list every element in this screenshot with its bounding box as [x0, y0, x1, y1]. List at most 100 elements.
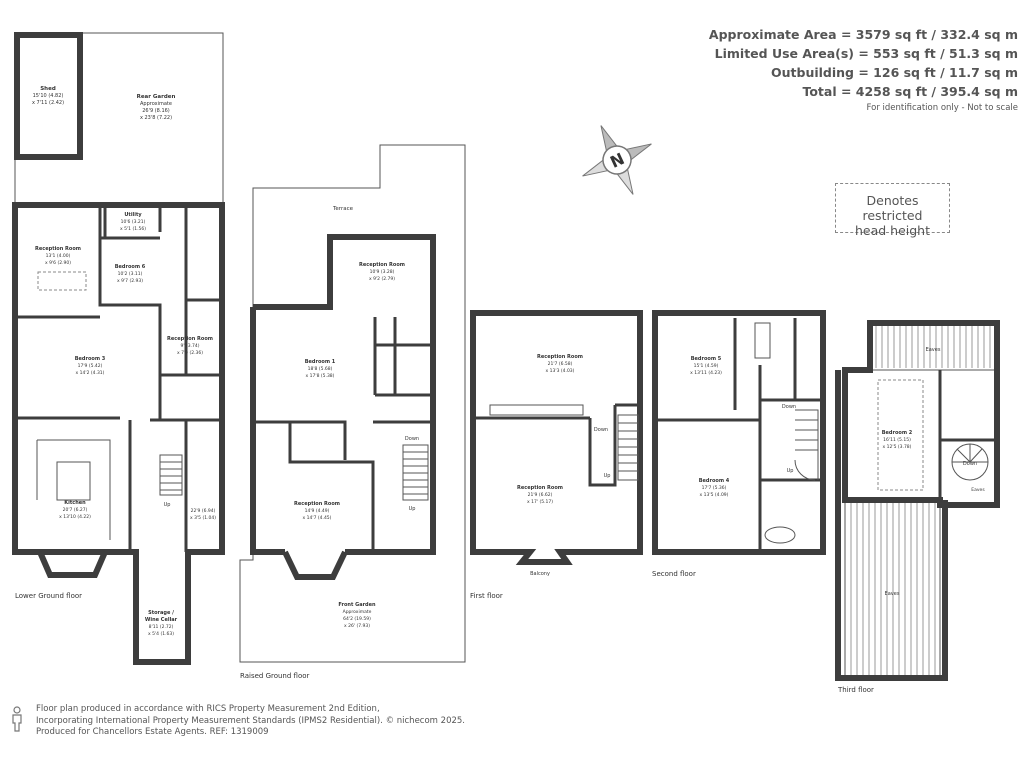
approximate-area: Approximate Area = 3579 sq ft / 332.4 sq… [708, 27, 1018, 42]
bedroom2-label: Bedroom 2 [882, 430, 913, 436]
lower-ground-stairs [159, 454, 183, 496]
second-floor-outer-walls [652, 310, 826, 555]
rear-garden-sub: Approximate [140, 101, 172, 107]
rear-garden-dim2: x 23'8 (7.22) [140, 115, 172, 121]
rg-reception-top-dim2: x 9'2 (2.79) [369, 276, 395, 282]
rg-reception-label: Reception Room [294, 501, 340, 507]
bedroom1-dim1: 18'8 (5.68) [308, 366, 333, 372]
shed-dim2: x 7'11 (2.42) [32, 100, 64, 106]
kitchen-counter [36, 439, 111, 540]
lower-ground-interior-walls [15, 205, 222, 552]
raised-ground-boundary [239, 144, 466, 663]
lg-reception2-dim1: 9' (3.74) [180, 343, 199, 349]
bedroom3-dim1: 17'9 (5.42) [78, 363, 103, 369]
hall-dim1: 22'9 (6.94) [191, 508, 216, 514]
ff-reception-dim1: 21'9 (6.62) [528, 492, 553, 498]
bedroom4-label: Bedroom 4 [699, 478, 730, 484]
kitchen-bay-window [37, 550, 108, 578]
terrace-label: Terrace [332, 206, 354, 212]
rear-garden-label: Rear Garden [137, 94, 176, 100]
lower-ground-floor-plan: Shed 15'10 (4.82) x 7'11 (2.42) Rear Gar… [12, 32, 225, 665]
third-top-eaves-label: Eaves [926, 347, 941, 353]
storage-label-2: Wine Cellar [145, 617, 178, 623]
ff-stairs-down-label: Down [594, 427, 608, 433]
third-floor-restricted-area [877, 379, 924, 491]
raised-ground-outer-walls [250, 234, 436, 580]
lower-ground-restricted-area [37, 271, 87, 291]
rg-reception-top-dim1: 10'9 (3.28) [370, 269, 395, 275]
bedroom6-dim2: x 9'7 (2.93) [117, 278, 143, 284]
rg-stairs-down-label: Down [405, 436, 419, 442]
first-floor-stairs [617, 414, 639, 481]
raised-ground-stairs [402, 444, 429, 501]
restricted-line-1: Denotes restricted [862, 193, 923, 223]
bedroom2-dim1: 16'11 (5.15) [883, 437, 911, 443]
limited-use-area: Limited Use Area(s) = 553 sq ft / 51.3 s… [714, 46, 1018, 61]
storage-dim2: x 5'4 (1.63) [148, 631, 174, 637]
bedroom3-dim2: x 14'2 (4.31) [76, 370, 105, 376]
ff-reception-top-dim1: 21'7 (6.58) [548, 361, 573, 367]
ff-reception-top-dim2: x 13'3 (4.03) [546, 368, 575, 374]
ff-reception-dim2: x 17' (5.17) [527, 499, 553, 505]
second-floor-plan: Bedroom 5 15'1 (4.59) x 13'11 (4.23) Bed… [652, 310, 826, 578]
raised-ground-floor-plan: Terrace Reception Room 10'9 (3.28) x 9'2… [239, 144, 466, 680]
footer-line-3: Produced for Chancellors Estate Agents. … [36, 727, 269, 737]
bedroom4-dim1: 17'7 (5.36) [702, 485, 727, 491]
third-bottom-eaves-label: Eaves [885, 591, 900, 597]
second-floor-bath [764, 526, 796, 544]
bedroom6-dim1: 10'2 (3.11) [118, 271, 143, 277]
ff-reception-label: Reception Room [517, 485, 563, 491]
bedroom3-label: Bedroom 3 [75, 356, 106, 362]
footer-line-1: Floor plan produced in accordance with R… [36, 704, 380, 714]
rear-garden-boundary [14, 32, 224, 204]
footer-notes: Floor plan produced in accordance with R… [36, 704, 465, 739]
third-floor-label: Third floor [837, 686, 874, 694]
person-icon [12, 706, 22, 732]
storage-dim1: 8'11 (2.72) [149, 624, 174, 630]
rg-reception-dim1: 14'9 (4.49) [305, 508, 330, 514]
second-floor-shower [754, 322, 771, 359]
bedroom5-dim1: 15'1 (4.59) [694, 363, 719, 369]
front-garden-dim1: 64'2 (19.59) [343, 616, 371, 622]
bedroom5-label: Bedroom 5 [691, 356, 722, 362]
lg-reception-dim2: x 9'6 (2.90) [45, 260, 71, 266]
copyright: © nichecom 2025. [385, 715, 465, 726]
third-floor-outer-walls [842, 320, 1000, 508]
identification-note: For identification only - Not to scale [866, 103, 1018, 113]
third-floor-bottom-eaves [844, 499, 941, 679]
kitchen-island [56, 461, 91, 501]
outbuilding-area: Outbuilding = 126 sq ft / 11.7 sq m [771, 65, 1018, 80]
rear-garden-dim1: 26'9 (8.16) [142, 108, 170, 114]
raised-ground-interior-walls [253, 317, 433, 552]
bedroom5-dim2: x 13'11 (4.23) [690, 370, 722, 376]
third-floor-plan: Eaves Bedroom 2 16'11 (5.15) x 12'5 (3.7… [835, 320, 1000, 694]
balcony-label: Balcony [530, 571, 550, 577]
shed-dim1: 15'10 (4.82) [33, 93, 64, 99]
rg-reception-dim2: x 14'7 (4.45) [303, 515, 332, 521]
lower-ground-outer-walls [12, 202, 225, 665]
lower-ground-floor-label: Lower Ground floor [15, 592, 82, 600]
raised-ground-floor-label: Raised Ground floor [240, 672, 310, 680]
second-floor-label: Second floor [652, 570, 696, 578]
rg-reception-top-label: Reception Room [359, 262, 405, 268]
bedroom1-dim2: x 17'8 (5.38) [306, 373, 335, 379]
third-floor-spiral-stairs [951, 443, 989, 481]
first-floor-fireplace [489, 404, 584, 416]
ff-stairs-up-label: Up [604, 473, 611, 479]
rg-stairs-up-label: Up [409, 506, 416, 512]
second-floor-interior-walls [655, 318, 823, 552]
footer-line-2: Incorporating International Property Mea… [36, 716, 465, 728]
shed-label: Shed [40, 86, 56, 92]
lg-reception-label: Reception Room [35, 246, 81, 252]
total-area: Total = 4258 sq ft / 395.4 sq m [802, 84, 1018, 99]
tf-stairs-down-label: Down [963, 461, 977, 467]
ff-reception-top-label: Reception Room [537, 354, 583, 360]
bedroom4-dim2: x 13'5 (4.09) [700, 492, 729, 498]
sf-stairs-down-label: Down [782, 404, 796, 410]
front-garden-label: Front Garden [338, 602, 376, 608]
lg-reception2-dim2: x 7'9 (2.36) [177, 350, 203, 356]
first-floor-plan: Reception Room 21'7 (6.58) x 13'3 (4.03)… [470, 310, 643, 600]
front-garden-sub: Approximate [343, 609, 372, 615]
first-floor-interior-walls [473, 403, 640, 487]
